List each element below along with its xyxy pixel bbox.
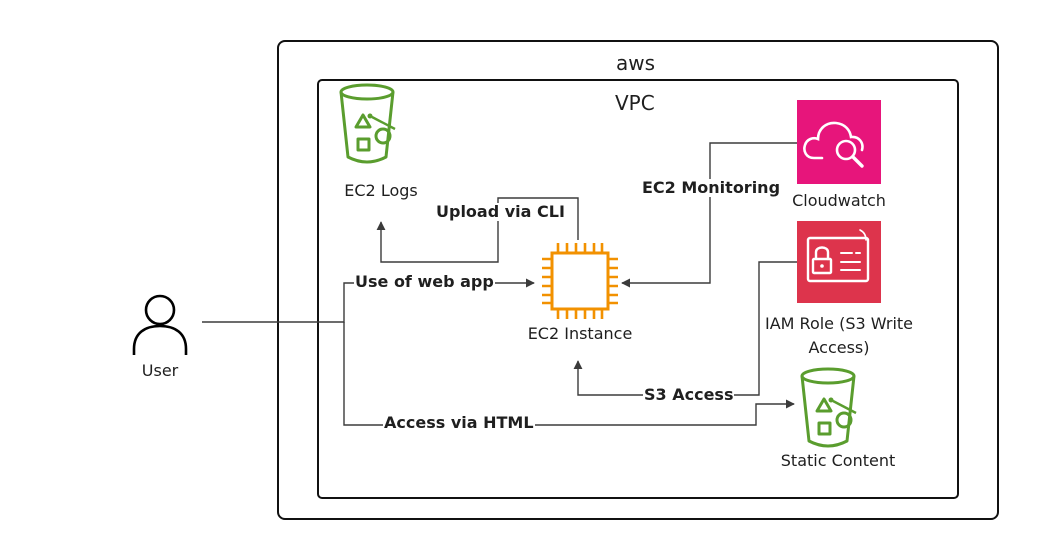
cloudwatch-icon bbox=[797, 100, 881, 184]
edge-label-s3-access: S3 Access bbox=[643, 385, 735, 404]
s3-bucket-icon bbox=[339, 83, 396, 164]
vpc-container-title: VPC bbox=[615, 91, 655, 115]
aws-container bbox=[277, 40, 999, 520]
vpc-container bbox=[317, 79, 959, 499]
iam-badge-icon bbox=[797, 221, 881, 303]
edge-label-html: Access via HTML bbox=[383, 413, 535, 432]
edge-label-monitoring: EC2 Monitoring bbox=[641, 178, 782, 197]
edge-s3-access bbox=[573, 261, 797, 396]
edge-label-web-app: Use of web app bbox=[354, 272, 495, 291]
user-label: User bbox=[141, 361, 179, 380]
edge-label-upload-cli: Upload via CLI bbox=[435, 202, 566, 221]
iam-role-label: IAM Role (S3 Write bbox=[764, 314, 914, 333]
edge-user-html bbox=[343, 322, 795, 426]
static-content-label: Static Content bbox=[780, 451, 896, 470]
user-icon bbox=[132, 294, 188, 355]
ec2-instance-label: EC2 Instance bbox=[527, 324, 633, 343]
edge-upload-cli bbox=[376, 197, 579, 263]
cloudwatch-label: Cloudwatch bbox=[792, 191, 886, 210]
s3-bucket-icon bbox=[800, 367, 857, 448]
aws-container-title: aws bbox=[616, 51, 656, 75]
ec2-logs-label: EC2 Logs bbox=[344, 181, 418, 200]
iam-role-label-line2: Access) bbox=[808, 338, 870, 357]
ec2-chip-icon bbox=[542, 243, 618, 319]
edge-monitoring bbox=[621, 142, 797, 288]
